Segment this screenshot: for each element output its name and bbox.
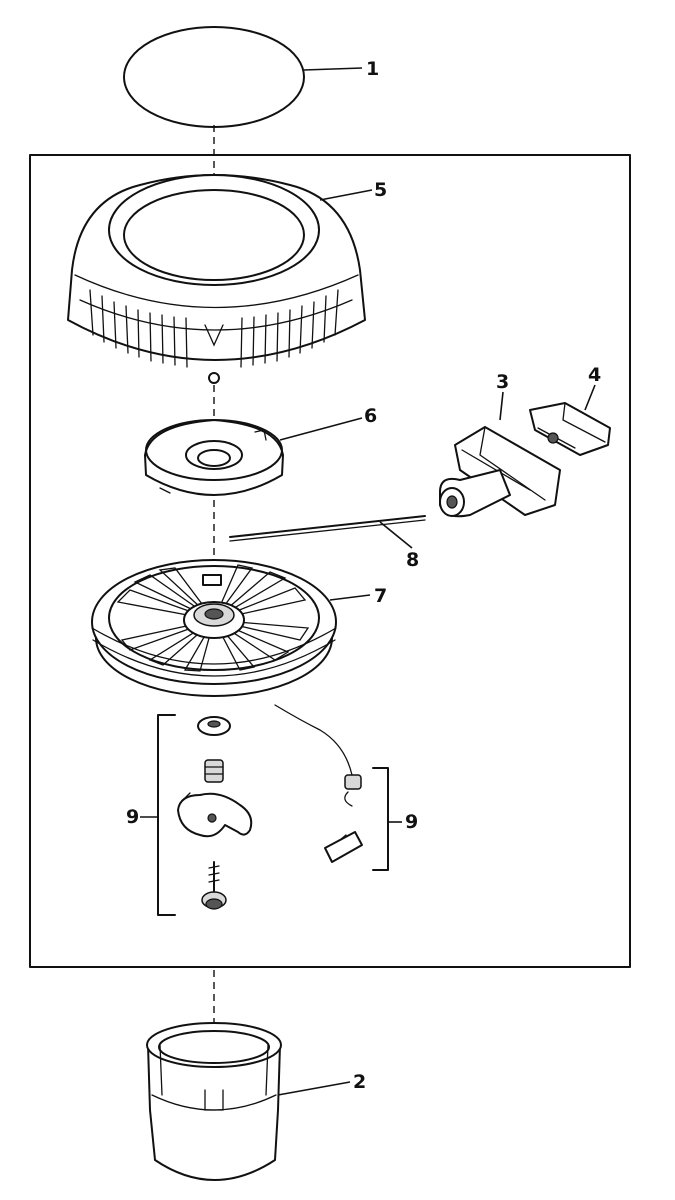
part-4-handle-insert bbox=[529, 402, 611, 456]
part-3-starter-handle bbox=[439, 426, 561, 518]
leader-6 bbox=[279, 417, 363, 441]
callout-1: 1 bbox=[366, 58, 379, 80]
callout-8: 8 bbox=[406, 549, 419, 571]
callout-6: 6 bbox=[364, 405, 377, 427]
part-9-left-hardware-group bbox=[157, 714, 253, 916]
part-9-right-hardware-group bbox=[274, 704, 389, 871]
housing-vents bbox=[89, 289, 339, 368]
part-2-starter-cup bbox=[146, 1022, 282, 1181]
spring-small bbox=[204, 759, 224, 783]
pawl-cam bbox=[177, 792, 253, 838]
callout-7: 7 bbox=[374, 585, 387, 607]
part-1-cover-disc bbox=[123, 26, 305, 128]
part-6-spring-plate bbox=[144, 419, 284, 496]
callout-5: 5 bbox=[374, 179, 387, 201]
screw bbox=[201, 861, 227, 910]
part-7-pulley bbox=[91, 559, 337, 697]
leader-1 bbox=[303, 67, 363, 71]
leader-2 bbox=[277, 1081, 351, 1096]
leader-8 bbox=[379, 521, 413, 549]
callout-9-left: 9 bbox=[126, 806, 139, 828]
pulley-spokes bbox=[116, 564, 310, 672]
assembly-frame bbox=[29, 154, 631, 968]
leader-3 bbox=[499, 391, 504, 421]
callout-4: 4 bbox=[588, 364, 601, 386]
leader-7 bbox=[329, 594, 371, 601]
leader-4 bbox=[584, 384, 596, 411]
pawl bbox=[324, 831, 363, 863]
callout-2: 2 bbox=[353, 1071, 366, 1093]
leader-5 bbox=[319, 189, 373, 201]
callout-3: 3 bbox=[496, 371, 509, 393]
pawl-spring bbox=[344, 774, 362, 807]
part-5-starter-housing bbox=[67, 174, 366, 384]
part-8-starter-rope bbox=[229, 515, 426, 542]
callout-9-right: 9 bbox=[405, 811, 418, 833]
